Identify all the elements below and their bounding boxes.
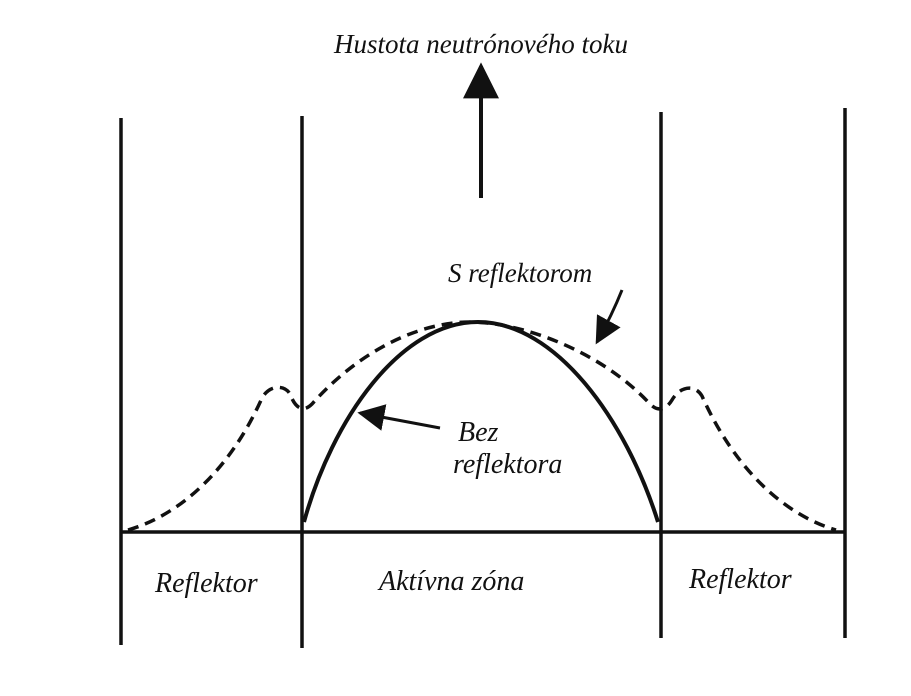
without-reflector-label-line1: Bez — [458, 417, 499, 448]
title-label: Hustota neutrónového toku — [333, 29, 628, 59]
without-reflector-pointer — [357, 404, 441, 431]
flux-curve-without-reflector — [302, 319, 660, 523]
left-reflector-label: Reflektor — [154, 568, 258, 599]
right-reflector-label: Reflektor — [688, 564, 792, 595]
without-reflector-label-line2: reflektora — [453, 449, 562, 480]
active-zone-label: Aktívna zóna — [377, 566, 524, 597]
with-reflector-pointer — [595, 289, 624, 345]
with-reflector-label: S reflektorom — [448, 258, 592, 288]
